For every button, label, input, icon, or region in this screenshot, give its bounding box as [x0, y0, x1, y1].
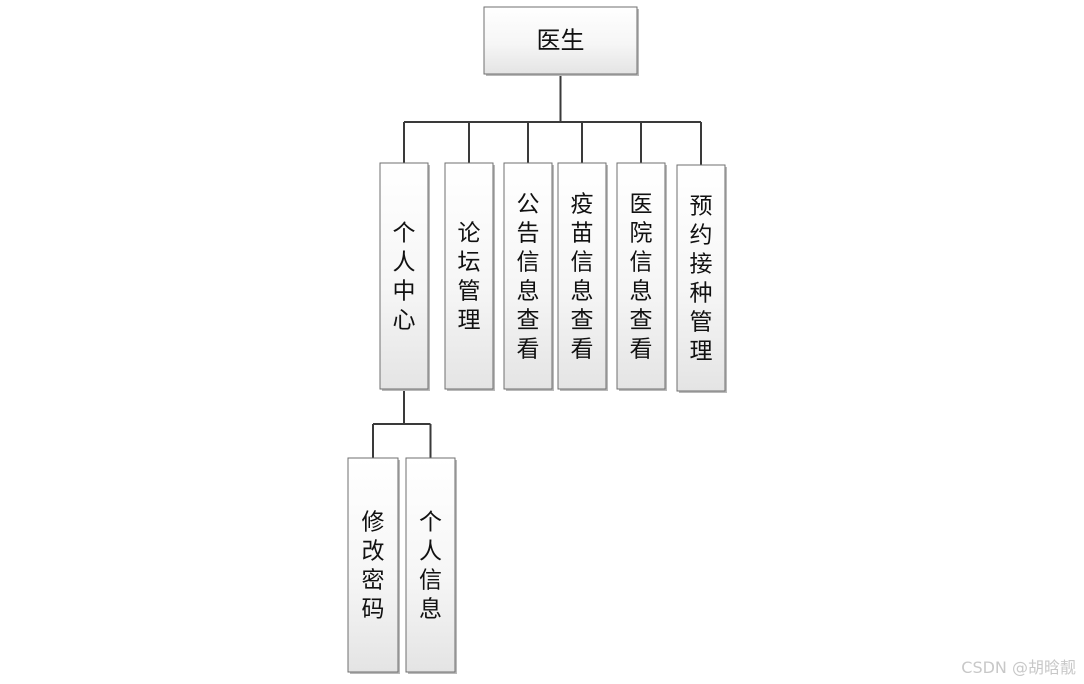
node-hospital-view-label: 医院信息查看 [630, 192, 653, 363]
node-personal-center: 个人中心 [379, 162, 430, 391]
node-change-password-label: 修改密码 [362, 510, 385, 623]
node-appointment-management-box [676, 164, 726, 392]
node-doctor-label: 医生 [537, 27, 585, 55]
node-hospital-view-box [616, 162, 666, 390]
node-notice-view: 公告信息查看 [503, 162, 554, 391]
node-change-password-box [347, 457, 399, 673]
node-change-password: 修改密码 [347, 457, 400, 674]
node-hospital-view: 医院信息查看 [616, 162, 667, 391]
node-doctor-box [483, 6, 638, 75]
node-appointment-management-label: 预约接种管理 [690, 194, 713, 365]
node-vaccine-view: 疫苗信息查看 [557, 162, 608, 391]
node-vaccine-view-box [557, 162, 607, 390]
node-personal-center-label: 个人中心 [393, 221, 416, 334]
node-doctor: 医生 [483, 6, 639, 76]
node-personal-info-label: 个人信息 [419, 510, 442, 623]
node-forum-management-box [444, 162, 494, 390]
node-appointment-management: 预约接种管理 [676, 164, 727, 393]
connector-lines [372, 74, 702, 458]
node-notice-view-label: 公告信息查看 [517, 192, 540, 363]
node-forum-management: 论坛管理 [444, 162, 495, 391]
watermark: CSDN @胡晗靓 [961, 658, 1076, 677]
node-personal-center-box [379, 162, 429, 390]
node-forum-management-label: 论坛管理 [458, 221, 481, 334]
node-vaccine-view-label: 疫苗信息查看 [571, 192, 594, 363]
node-personal-info-box [405, 457, 456, 673]
node-personal-info: 个人信息 [405, 457, 457, 674]
node-notice-view-box [503, 162, 553, 390]
